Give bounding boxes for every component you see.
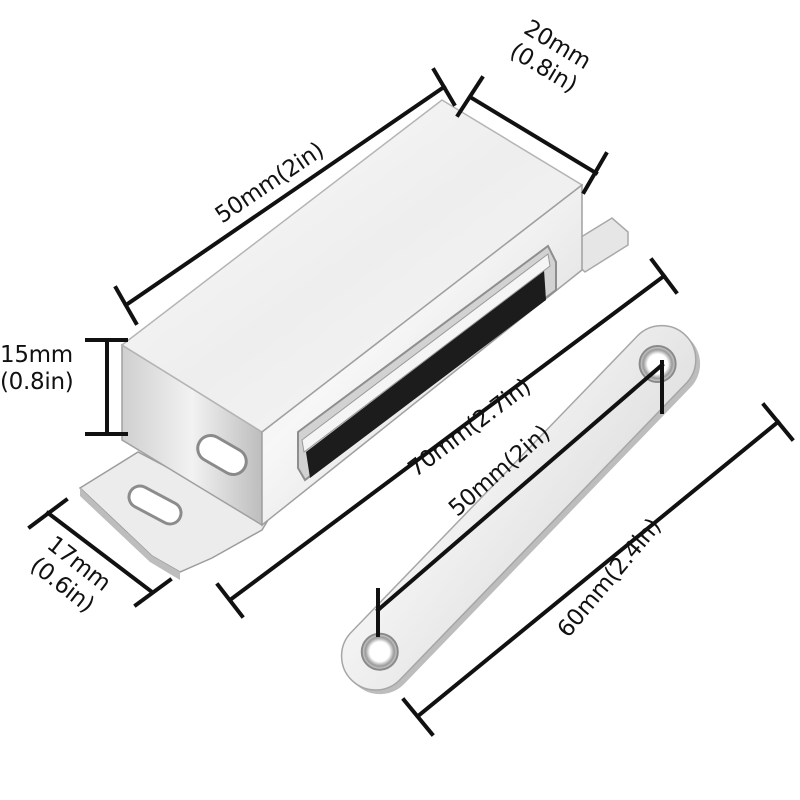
dimension-line-flange-depth xyxy=(27,497,173,608)
strike-plate xyxy=(340,324,701,695)
dimension-line-plate-length xyxy=(401,402,795,737)
plate-hole-top xyxy=(638,344,677,383)
dimension-line-catch-width xyxy=(455,75,609,195)
label-catch-height-mm: 15mm xyxy=(0,342,73,368)
label-catch-height-in: (0.8in) xyxy=(0,369,74,395)
label-catch-height: 15mm (0.8in) xyxy=(0,342,100,396)
dimension-line-catch-length xyxy=(113,67,457,326)
end-mounting-slot xyxy=(196,434,248,476)
flange-mounting-slot xyxy=(127,484,183,526)
plate-hole-bottom xyxy=(360,632,399,671)
dimension-line-catch-total-length xyxy=(215,257,679,619)
dimension-line-plate-hole-spacing xyxy=(375,360,665,637)
magnet-strip xyxy=(306,270,546,478)
dimension-line-catch-height xyxy=(85,338,128,436)
magnetic-catch xyxy=(78,99,629,580)
